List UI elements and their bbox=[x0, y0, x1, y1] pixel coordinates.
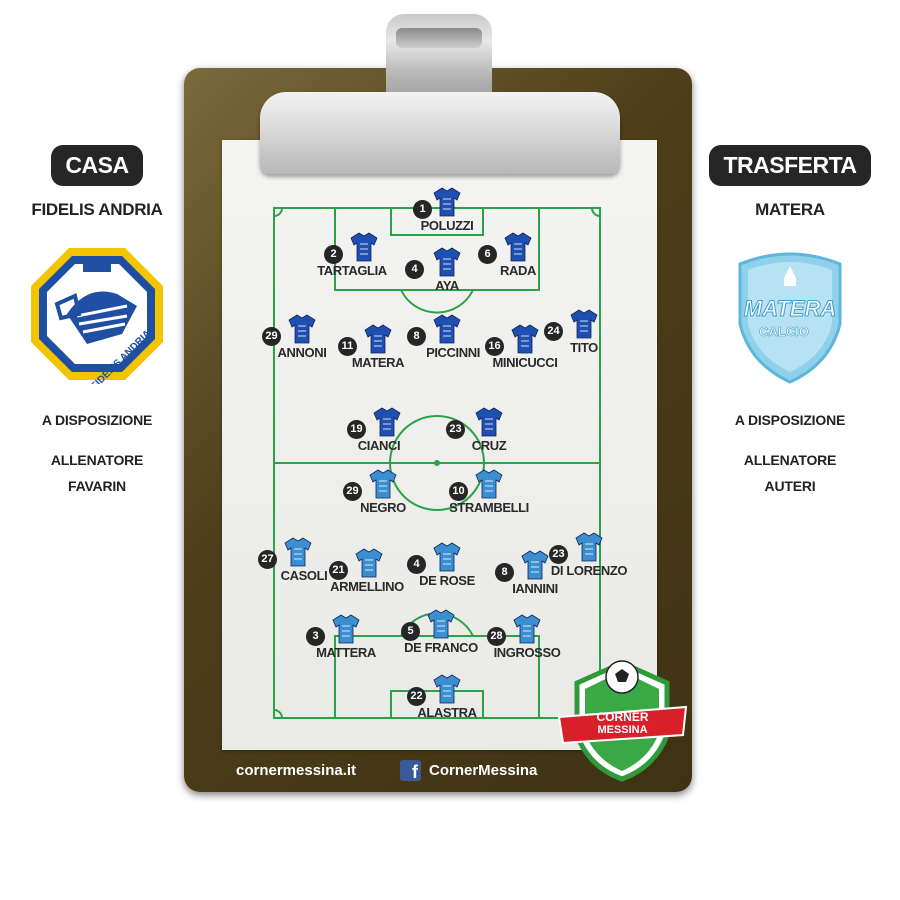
player-number: 6 bbox=[478, 245, 497, 264]
player-number: 5 bbox=[401, 622, 420, 641]
jersey-icon bbox=[575, 532, 603, 562]
matera-calcio-crest-icon: MATERA CALCIO bbox=[738, 252, 842, 384]
player-number: 28 bbox=[487, 627, 506, 646]
player-name: PICCINNI bbox=[426, 345, 480, 360]
home-coach-label: ALLENATORE bbox=[50, 452, 144, 468]
facebook-icon[interactable]: f bbox=[400, 760, 421, 781]
footer-site[interactable]: cornermessina.it bbox=[236, 762, 357, 779]
player-number: 3 bbox=[306, 627, 325, 646]
jersey-icon bbox=[433, 674, 461, 704]
fidelis-andria-crest-icon: FIDELIS ANDRIA bbox=[31, 248, 163, 392]
player-name: INGROSSO bbox=[493, 645, 561, 660]
player-name: CASOLI bbox=[280, 568, 328, 583]
player-name: MATTERA bbox=[316, 645, 376, 660]
home-team-panel: CASA FIDELIS ANDRIA FIDELIS ANDRIA A DIS… bbox=[12, 145, 182, 499]
player-number: 2 bbox=[324, 245, 343, 264]
badge-line-1: CORNER bbox=[596, 710, 649, 724]
jersey-icon bbox=[350, 232, 378, 262]
player-name: CRUZ bbox=[471, 438, 507, 453]
away-bench-label: A DISPOSIZIONE bbox=[734, 412, 846, 428]
jersey-icon bbox=[504, 232, 532, 262]
player-number: 29 bbox=[343, 482, 362, 501]
player-number: 19 bbox=[347, 420, 366, 439]
player-number: 4 bbox=[407, 555, 426, 574]
jersey-icon bbox=[433, 247, 461, 277]
player-number: 11 bbox=[338, 337, 357, 356]
jersey-icon bbox=[513, 614, 541, 644]
player-number: 21 bbox=[329, 561, 348, 580]
badge-line-2: MESSINA bbox=[597, 724, 648, 736]
player-number: 1 bbox=[413, 200, 432, 219]
player-name: MINICUCCI bbox=[492, 355, 558, 370]
player-name: CIANCI bbox=[357, 438, 401, 453]
player-number: 24 bbox=[544, 322, 563, 341]
jersey-icon bbox=[433, 187, 461, 217]
player-name: IANNINI bbox=[512, 581, 558, 596]
away-team-name: MATERA bbox=[755, 200, 825, 219]
jersey-icon bbox=[369, 469, 397, 499]
home-coach-name: FAVARIN bbox=[68, 478, 126, 494]
player-name: NEGRO bbox=[360, 500, 406, 515]
away-team-panel: TRASFERTA MATERA MATERA CALCIO A DISPOSI… bbox=[705, 145, 875, 499]
crest-lettering-1: MATERA bbox=[744, 296, 836, 321]
player-number: 23 bbox=[446, 420, 465, 439]
jersey-icon bbox=[521, 550, 549, 580]
player-number: 10 bbox=[449, 482, 468, 501]
away-tag: TRASFERTA bbox=[709, 145, 871, 186]
player-number: 29 bbox=[262, 327, 281, 346]
player-name: TARTAGLIA bbox=[317, 263, 387, 278]
player-name: RADA bbox=[500, 263, 536, 278]
jersey-icon bbox=[373, 407, 401, 437]
player-name: ANNONI bbox=[277, 345, 327, 360]
player-number: 8 bbox=[407, 327, 426, 346]
player-name: MATERA bbox=[351, 355, 405, 370]
player-number: 4 bbox=[405, 260, 424, 279]
player-name: DI LORENZO bbox=[550, 563, 628, 578]
crest-lettering-2: CALCIO bbox=[759, 324, 809, 339]
jersey-icon bbox=[475, 407, 503, 437]
player-name: POLUZZI bbox=[420, 218, 474, 233]
home-team-name: FIDELIS ANDRIA bbox=[31, 200, 163, 219]
jersey-icon bbox=[427, 609, 455, 639]
jersey-icon bbox=[284, 537, 312, 567]
clip-bar bbox=[260, 92, 620, 174]
jersey-icon bbox=[511, 324, 539, 354]
corner-messina-logo-icon bbox=[557, 660, 688, 782]
footer-facebook[interactable]: CornerMessina bbox=[429, 762, 538, 779]
away-coach-name: AUTERI bbox=[764, 478, 816, 494]
jersey-icon bbox=[355, 548, 383, 578]
player-name: AYA bbox=[435, 278, 459, 293]
player-number: 16 bbox=[485, 337, 504, 356]
jersey-icon bbox=[364, 324, 392, 354]
player-name: ALASTRA bbox=[417, 705, 477, 720]
player-name: ARMELLINO bbox=[330, 579, 404, 594]
jersey-icon bbox=[433, 542, 461, 572]
clip-top bbox=[386, 14, 492, 104]
player-name: DE FRANCO bbox=[404, 640, 478, 655]
player-name: STRAMBELLI bbox=[449, 500, 529, 515]
jersey-icon bbox=[475, 469, 503, 499]
player-name: TITO bbox=[570, 340, 598, 355]
player-name: DE ROSE bbox=[419, 573, 475, 588]
jersey-icon bbox=[570, 309, 598, 339]
player-number: 22 bbox=[407, 687, 426, 706]
player-number: 23 bbox=[549, 545, 568, 564]
away-coach-label: ALLENATORE bbox=[743, 452, 837, 468]
jersey-icon bbox=[332, 614, 360, 644]
home-bench-label: A DISPOSIZIONE bbox=[41, 412, 153, 428]
player-number: 27 bbox=[258, 550, 277, 569]
home-tag: CASA bbox=[51, 145, 143, 186]
jersey-icon bbox=[433, 314, 461, 344]
jersey-icon bbox=[288, 314, 316, 344]
player-number: 8 bbox=[495, 563, 514, 582]
